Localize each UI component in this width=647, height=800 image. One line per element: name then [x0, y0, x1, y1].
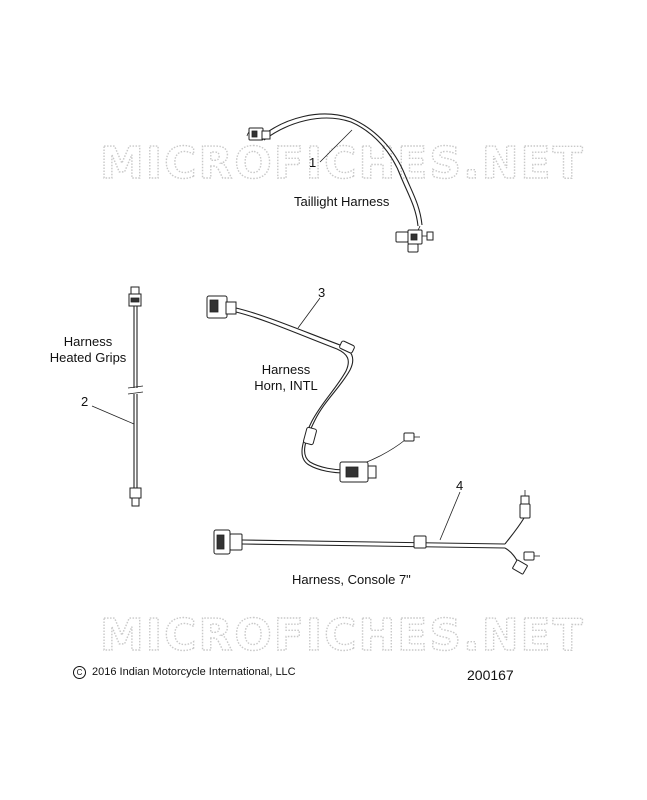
label-heated-grips: Harness Heated Grips — [38, 334, 138, 366]
figure-number: 200167 — [467, 667, 514, 683]
watermark-top: MICROFICHES.NET — [99, 137, 583, 189]
leader-2 — [91, 405, 135, 425]
svg-text:MICROFICHES.NET: MICROFICHES.NET — [100, 610, 585, 661]
horn-harness-drawing — [206, 295, 420, 483]
copyright-icon: C — [73, 666, 86, 679]
label-horn-harness: Harness Horn, INTL — [240, 362, 332, 394]
label-taillight-harness: Taillight Harness — [294, 194, 390, 209]
leader-4 — [439, 491, 461, 541]
console-harness-drawing — [213, 490, 540, 575]
label-horn-harness-line1: Harness — [261, 362, 311, 377]
label-console-harness: Harness, Console 7" — [292, 572, 411, 587]
heated-grips-harness-drawing — [127, 286, 144, 507]
label-heated-grips-line1: Harness — [63, 334, 113, 349]
watermark-bottom: MICROFICHES.NET — [99, 609, 583, 661]
callout-1: 1 — [309, 155, 317, 170]
label-horn-harness-line2: Horn, INTL — [254, 378, 318, 393]
copyright-notice: C 2016 Indian Motorcycle International, L… — [73, 666, 296, 679]
leader-1 — [319, 129, 353, 163]
label-heated-grips-line2: Heated Grips — [49, 350, 127, 365]
callout-4: 4 — [456, 478, 464, 493]
svg-text:MICROFICHES.NET: MICROFICHES.NET — [100, 138, 585, 189]
callout-2: 2 — [81, 394, 89, 409]
callout-3: 3 — [318, 285, 326, 300]
copyright-text: 2016 Indian Motorcycle International, LL… — [92, 666, 296, 678]
leader-3 — [297, 297, 321, 329]
taillight-harness-drawing — [246, 113, 434, 253]
